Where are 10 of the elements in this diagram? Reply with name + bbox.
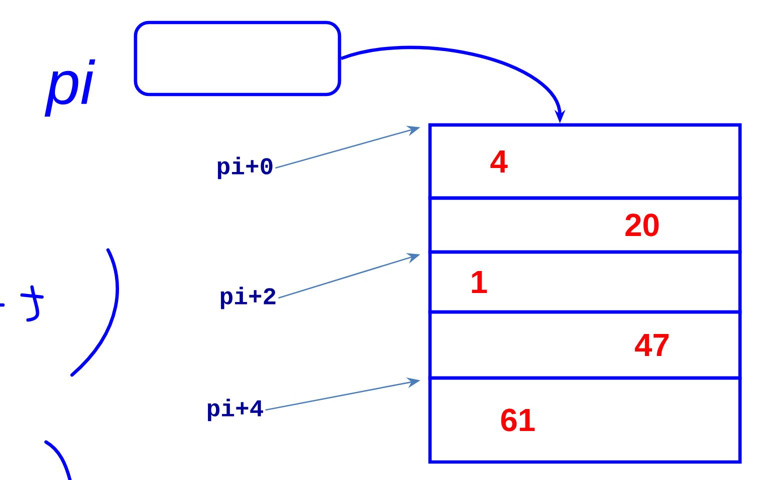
memory-cell: 1 [428,250,742,314]
memory-cell: 61 [428,376,742,464]
address-label: pi+2 [220,286,276,310]
address-label: pi+4 [208,398,264,422]
variable-name: pi [44,59,96,117]
memory-cell: 4 [428,123,742,200]
address-label: pi+0 [218,156,272,180]
pointer-box [134,20,342,96]
memory-cell: 47 [428,310,742,380]
memory-cell: 20 [428,196,742,254]
